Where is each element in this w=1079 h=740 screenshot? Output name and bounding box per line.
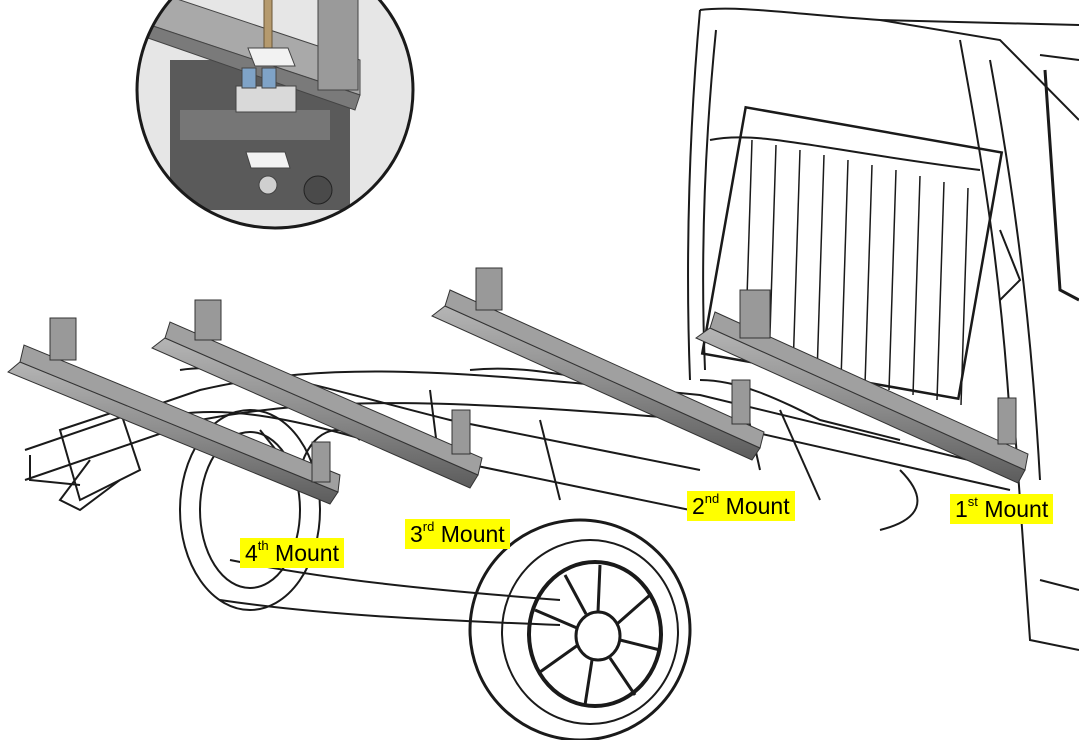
third-mount-ordinal: 3 — [410, 521, 423, 547]
second-mount-suffix: nd — [704, 491, 720, 507]
third-mount-text: Mount — [440, 521, 505, 547]
mounting-brackets — [7, 267, 1029, 505]
fourth-mount-suffix: th — [257, 538, 269, 554]
first-mount-text: Mount — [984, 496, 1049, 522]
mounting-bracket — [151, 299, 483, 489]
fourth-mount-label: 4th Mount — [240, 538, 344, 568]
second-mount-text: Mount — [725, 493, 790, 519]
second-mount-ordinal: 2 — [692, 493, 705, 519]
rear-wheel — [468, 518, 692, 740]
third-mount-label: 3rd Mount — [405, 519, 510, 549]
mounting-bracket — [695, 289, 1029, 484]
fourth-mount-text: Mount — [275, 540, 339, 566]
third-mount-suffix: rd — [422, 519, 435, 535]
first-mount-suffix: st — [967, 494, 978, 510]
mounting-bracket — [431, 267, 765, 461]
first-mount-ordinal: 1 — [955, 496, 968, 522]
zoom-detail-inset — [135, 0, 415, 230]
first-mount-label: 1st Mount — [950, 494, 1054, 524]
second-mount-label: 2nd Mount — [687, 491, 795, 521]
mounting-bracket — [7, 317, 341, 505]
fourth-mount-ordinal: 4 — [245, 540, 258, 566]
